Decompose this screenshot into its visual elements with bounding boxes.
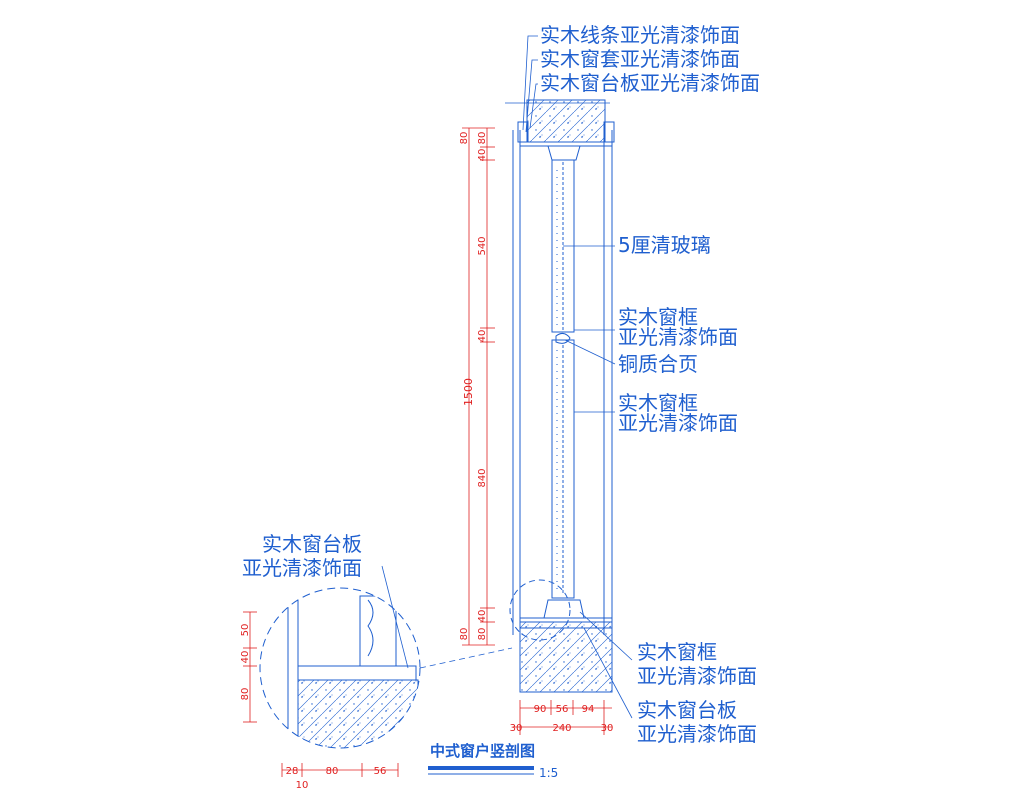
callout-bottom-sill-2: 亚光清漆饰面 bbox=[637, 722, 757, 746]
vertical-dimensions bbox=[462, 127, 495, 646]
leader-bottom-frame bbox=[579, 611, 633, 661]
detail-frame-profile bbox=[367, 599, 374, 657]
callout-top-2: 实木窗套亚光清漆饰面 bbox=[540, 47, 740, 71]
callout-detail-2: 亚光清漆饰面 bbox=[242, 556, 362, 580]
detail-view bbox=[259, 587, 421, 749]
callout-glass: 5厘清玻璃 bbox=[618, 233, 711, 257]
leader-hinge bbox=[564, 339, 616, 365]
dim-vertical-40-a: 40 bbox=[477, 149, 488, 162]
top-lintel bbox=[526, 99, 606, 143]
detail-circle bbox=[259, 587, 421, 749]
bottom-frame bbox=[543, 599, 585, 619]
callout-bottom-frame-1: 实木窗框 bbox=[637, 640, 717, 664]
drawing-title: 中式窗户竖剖图 bbox=[430, 742, 535, 760]
callout-detail-1: 实木窗台板 bbox=[262, 532, 362, 556]
dim-vertical-bottom: 80 bbox=[459, 628, 470, 641]
dim-vertical-inner-top: 80 bbox=[477, 132, 488, 145]
dim-vertical-40-b: 40 bbox=[477, 330, 488, 343]
dim-vertical-inner-bottom: 80 bbox=[477, 628, 488, 641]
upper-frame-head bbox=[547, 145, 581, 161]
callout-frame-a-2: 亚光清漆饰面 bbox=[618, 325, 738, 349]
main-section bbox=[509, 99, 615, 693]
drawing-scale: 1:5 bbox=[539, 766, 558, 780]
title-underline-thick bbox=[428, 766, 534, 770]
detail-dim-50: 50 bbox=[240, 624, 251, 637]
leader-top-2 bbox=[525, 59, 538, 133]
dim-vertical-overall: 1500 bbox=[462, 378, 475, 406]
callout-leaders bbox=[381, 35, 633, 719]
detail-sill-body bbox=[297, 679, 419, 748]
hinge-shape bbox=[555, 332, 571, 344]
bottom-detail-marker bbox=[509, 579, 571, 641]
leader-top-1 bbox=[522, 35, 538, 131]
leader-top-3 bbox=[529, 83, 538, 129]
dim-bottom-30-right: 30 bbox=[601, 723, 614, 734]
detail-sill-board bbox=[297, 665, 417, 681]
detail-dim-56: 56 bbox=[374, 766, 387, 777]
detail-dim-40: 40 bbox=[240, 651, 251, 664]
detail-dim-80-h: 80 bbox=[326, 766, 339, 777]
callout-bottom-sill-1: 实木窗台板 bbox=[637, 698, 737, 722]
detail-dim-80: 80 bbox=[240, 688, 251, 701]
callout-frame-a-1: 实木窗框 bbox=[618, 305, 698, 329]
callout-top-3: 实木窗台板亚光清漆饰面 bbox=[540, 71, 760, 95]
leader-detail bbox=[381, 565, 409, 669]
callout-top-1: 实木线条亚光清漆饰面 bbox=[540, 23, 740, 47]
detail-dim-28: 28 bbox=[286, 766, 299, 777]
callout-frame-b-2: 亚光清漆饰面 bbox=[618, 411, 738, 435]
dim-vertical-top: 80 bbox=[459, 132, 470, 145]
dim-bottom-94: 94 bbox=[582, 704, 595, 715]
dim-bottom-56: 56 bbox=[556, 704, 569, 715]
detail-dim-10: 10 bbox=[296, 780, 309, 791]
dim-vertical-840: 840 bbox=[477, 468, 488, 487]
bottom-sill bbox=[519, 621, 613, 693]
dim-vertical-40-c: 40 bbox=[477, 610, 488, 623]
leader-detail-link bbox=[419, 647, 513, 669]
bottom-dimensions bbox=[513, 700, 612, 735]
detail-dimensions bbox=[243, 611, 399, 777]
dim-bottom-30-left: 30 bbox=[510, 723, 523, 734]
dim-bottom-240: 240 bbox=[552, 723, 571, 734]
lower-sash bbox=[551, 339, 575, 599]
callout-hinge: 铜质合页 bbox=[618, 352, 698, 376]
dim-bottom-90: 90 bbox=[534, 704, 547, 715]
leader-bottom-sill bbox=[583, 627, 633, 719]
dim-vertical-540: 540 bbox=[477, 236, 488, 255]
callout-bottom-frame-2: 亚光清漆饰面 bbox=[637, 664, 757, 688]
callout-frame-b-1: 实木窗框 bbox=[618, 391, 698, 415]
